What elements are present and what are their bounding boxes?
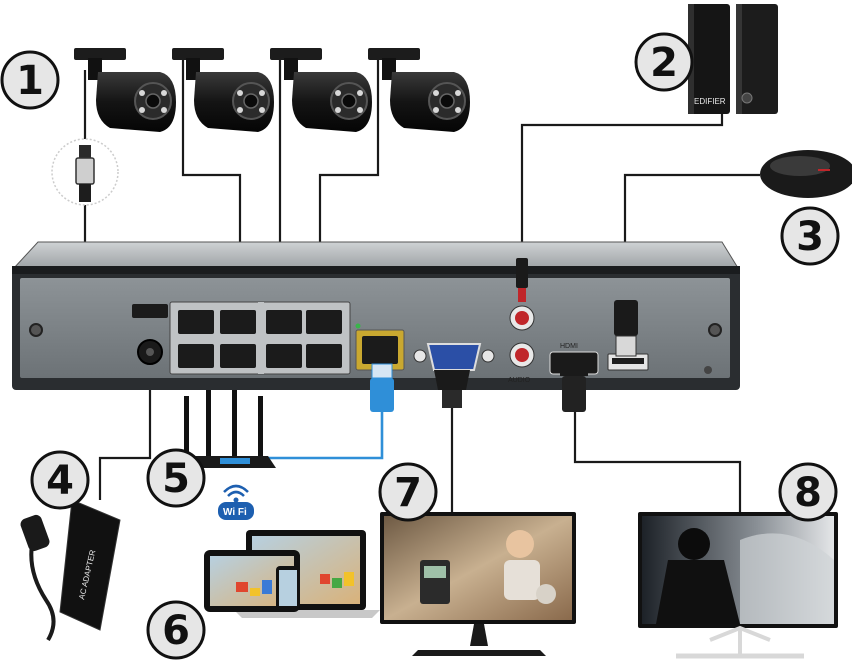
wifi-icon: Wi Fi	[218, 484, 254, 520]
monitor-vga	[380, 512, 576, 656]
wifi-label: Wi Fi	[223, 507, 247, 518]
camera-1-plug	[132, 304, 168, 318]
vga-plug	[434, 370, 470, 408]
screw-right	[708, 323, 722, 337]
hdmi-cable	[573, 410, 742, 515]
rj45-connector-zoom	[51, 138, 119, 206]
vga-port	[413, 343, 495, 371]
mobile-devices	[204, 530, 380, 618]
lan-plug	[370, 363, 394, 412]
badge-7-label: 7	[394, 470, 422, 516]
lan-port	[355, 323, 405, 371]
badge-5-label: 5	[162, 456, 190, 502]
badge-6: 6	[146, 600, 206, 660]
cables	[83, 60, 760, 515]
speakers: EDIFIER	[688, 4, 778, 114]
badge-2-label: 2	[650, 40, 678, 86]
power-cable	[98, 370, 152, 500]
badge-8: 8	[778, 462, 838, 522]
camera-4	[368, 48, 470, 132]
poe-port-block	[169, 301, 351, 375]
badge-3-label: 3	[796, 214, 824, 260]
audio-plug	[516, 258, 528, 302]
badge-5: 5	[146, 448, 206, 508]
badge-1: 1	[0, 50, 60, 110]
badge-6-label: 6	[162, 608, 190, 654]
audio-rca-ports: AUDIO	[508, 305, 535, 384]
badge-4-label: 4	[46, 458, 74, 504]
screw-left	[29, 323, 43, 337]
camera-3	[270, 48, 372, 132]
camera-2	[172, 48, 274, 132]
lan-cable	[250, 410, 384, 460]
badge-3: 3	[780, 206, 840, 266]
camera-2-cable	[181, 60, 242, 260]
nvr-recorder: AUDIO HDMI	[12, 241, 740, 390]
badge-1-label: 1	[16, 58, 44, 104]
number-badges: 1 2 3 4 5 6 7 8	[0, 32, 840, 660]
badge-2: 2	[634, 32, 694, 92]
svg-text:HDMI: HDMI	[560, 343, 578, 350]
monitor-hdmi	[638, 512, 838, 659]
mouse	[760, 150, 852, 198]
badge-4: 4	[30, 450, 90, 510]
usb-port	[607, 353, 649, 371]
usb-plug	[614, 300, 638, 357]
cameras	[74, 48, 470, 132]
power-adapter: AC ADAPTER	[20, 499, 121, 642]
camera-4-cable	[318, 60, 380, 260]
badge-8-label: 8	[794, 470, 822, 516]
hdmi-plug	[560, 360, 588, 412]
speaker-brand-label: EDIFIER	[694, 97, 726, 106]
camera-1	[74, 48, 176, 132]
speaker-cable	[520, 110, 724, 270]
badge-7: 7	[378, 462, 438, 522]
svg-text:AUDIO: AUDIO	[508, 377, 531, 384]
